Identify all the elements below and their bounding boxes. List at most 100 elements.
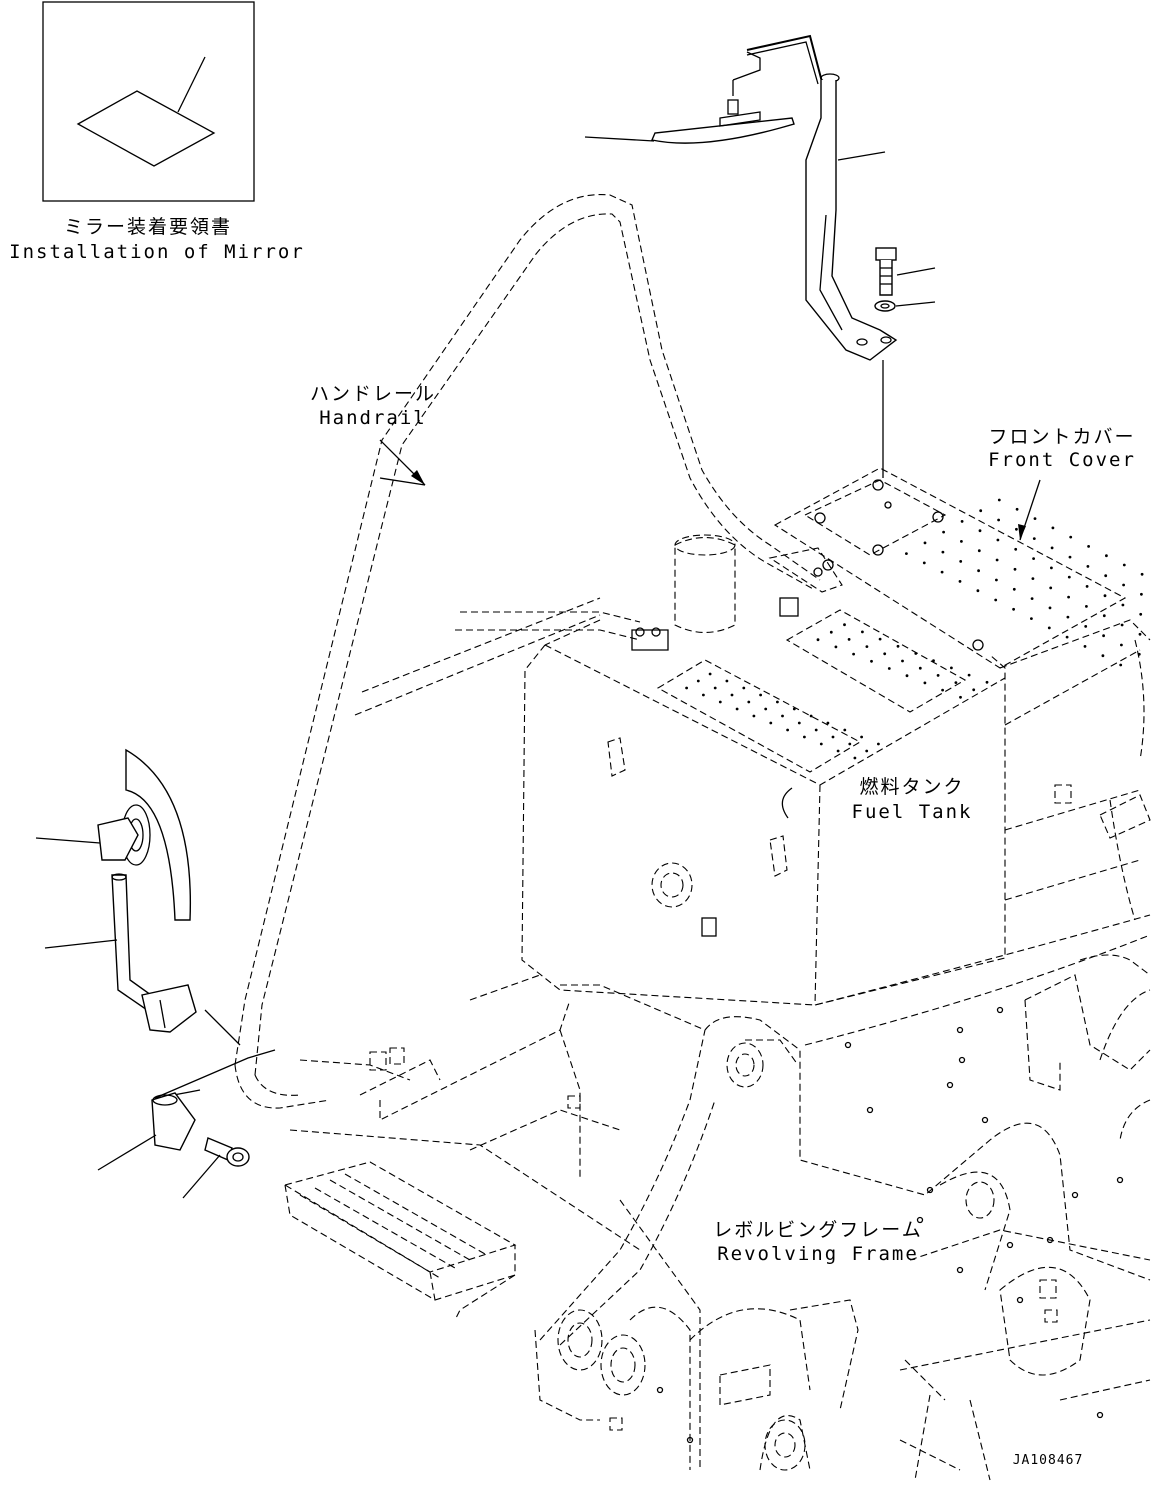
perforation-dot (1104, 574, 1108, 578)
perforation-dot (834, 645, 838, 649)
perforation-dot (995, 578, 998, 582)
frame-hole (1046, 1236, 1054, 1244)
leader-clamp-bolt (182, 1154, 221, 1199)
perforation-dot (918, 666, 922, 670)
perforation-dot (797, 721, 801, 725)
lower-clamp (151, 1092, 196, 1151)
perforation-dot (1087, 545, 1090, 548)
frame-hole (1016, 1296, 1024, 1304)
step (283, 1161, 517, 1321)
stay-bolt-head (875, 247, 897, 261)
perforation-dot (877, 742, 880, 746)
perforation-dot (1105, 554, 1108, 558)
perforation-dot (1121, 603, 1125, 607)
perforation-dot (997, 518, 1000, 522)
perforation-dot (826, 721, 830, 725)
frame-hole (956, 1266, 964, 1274)
front-cover-label-en: Front Cover (988, 449, 1136, 471)
stay-bolt-shank (879, 260, 893, 296)
inset-caption-jp: ミラー装着要領書 (64, 216, 232, 238)
perforation-dot (847, 638, 851, 641)
perforation-dot (809, 714, 813, 718)
perforation-dot (696, 679, 700, 683)
perforation-dot (1069, 535, 1073, 539)
fuel-tank-label-en: Fuel Tank (852, 801, 973, 823)
perforation-dot (718, 700, 722, 704)
perforation-dot (1030, 597, 1034, 600)
fuel-tank (521, 534, 1006, 1006)
perforation-dot (1120, 643, 1123, 647)
perforation-dot (1014, 547, 1018, 551)
leader-mirror (584, 136, 655, 142)
frame-hole (946, 1081, 954, 1089)
upper-mirror-bolt (727, 99, 739, 115)
handrail-arrow-head (411, 470, 425, 485)
perforation-dot (1120, 623, 1124, 627)
perforation-dot (941, 688, 944, 692)
document-sheet-icon (76, 90, 216, 167)
perforation-dot (1067, 595, 1070, 599)
handrail-label-jp: ハンドレール (310, 383, 436, 405)
perforation-dot (1048, 606, 1052, 610)
frame-hole (1071, 1191, 1079, 1199)
perforation-dot (865, 645, 869, 648)
perforation-dot (1049, 586, 1053, 590)
perforation-dot (819, 742, 823, 746)
frame-hole (1116, 1176, 1124, 1184)
perforation-dot (1122, 583, 1125, 587)
right-body (999, 619, 1151, 921)
left-mirror-assembly (35, 748, 276, 1199)
perforation-dot (1084, 625, 1088, 628)
perforation-dot (1139, 612, 1143, 616)
front-cover-label-jp: フロントカバー (988, 426, 1135, 448)
handrail-label-en: Handrail (319, 407, 427, 429)
perforation-dot (995, 558, 999, 562)
perforation-dot (979, 509, 983, 513)
leader-left-arm (44, 939, 118, 949)
revolving-frame-holes (656, 1006, 1124, 1444)
frame-hole (958, 1056, 966, 1064)
perforation-dot (816, 638, 820, 642)
perforation-dot (960, 520, 964, 523)
perforation-dot (905, 674, 909, 678)
perforation-dot (967, 673, 971, 677)
perforation-dot (685, 686, 688, 690)
front-cover-arrow-head (1018, 524, 1026, 540)
perforation-dot (792, 707, 796, 711)
perforation-dot (1015, 527, 1018, 531)
frame-hole (916, 1216, 924, 1224)
inset-leader-line (177, 56, 206, 113)
perforation-dot (843, 728, 847, 732)
frame-hole (686, 1436, 694, 1444)
perforation-dot (747, 700, 751, 704)
perforation-dot (936, 674, 940, 677)
perforation-dot (843, 623, 846, 627)
fuel-tank-top-perforation (816, 623, 989, 699)
bracket-guide-line (204, 1009, 241, 1046)
handrail (234, 193, 821, 1109)
perforation-dot (1102, 634, 1105, 638)
perforation-dot (1103, 594, 1107, 598)
perforation-dot (769, 721, 773, 725)
perforation-dot (848, 742, 852, 746)
perforation-dot (1119, 663, 1123, 667)
perforation-dot (803, 735, 806, 739)
perforation-dot (1032, 557, 1035, 560)
perforation-dot (1012, 607, 1015, 611)
perforation-dot (1032, 537, 1036, 540)
perforation-dot (1140, 572, 1144, 576)
perforation-dot (1050, 546, 1054, 550)
perforation-dot (1047, 626, 1051, 630)
stay-washer (874, 300, 896, 312)
frame-hole (866, 1106, 874, 1114)
drawing-code: JA108467 (1013, 1453, 1084, 1468)
perforation-dot (1085, 585, 1089, 588)
frame-hole (996, 1006, 1004, 1014)
perforation-dot (1140, 592, 1143, 596)
perforation-dot (914, 652, 918, 655)
perforation-dot (829, 630, 833, 634)
perforation-dot (1030, 617, 1033, 620)
front-cover-bolts (814, 479, 984, 651)
leader-washer (895, 301, 936, 307)
